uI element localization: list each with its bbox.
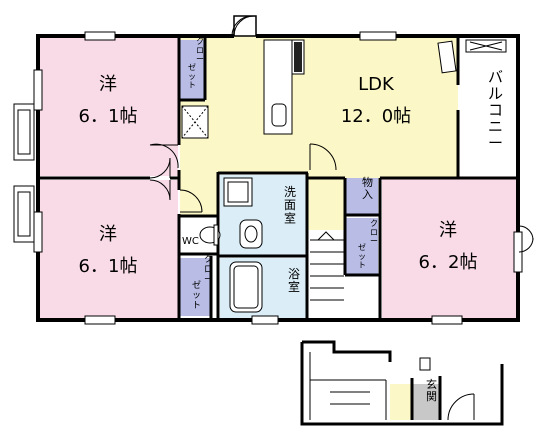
annex-hall-fill bbox=[390, 384, 412, 420]
room-e-fill bbox=[382, 178, 516, 318]
balcony-hatch bbox=[465, 39, 507, 53]
entrance-label: 玄関 bbox=[426, 377, 437, 403]
balcony-fill bbox=[460, 36, 516, 176]
room-nw-fill bbox=[40, 36, 178, 176]
stairs bbox=[310, 231, 344, 301]
bathroom-label: 浴室 bbox=[288, 267, 300, 294]
annex-walls bbox=[300, 340, 504, 426]
entrance-fill bbox=[412, 384, 440, 420]
room-sw-fill bbox=[40, 180, 178, 318]
svg-text:ゼット: ゼット bbox=[188, 62, 196, 90]
svg-text:クロー: クロー bbox=[196, 37, 204, 64]
closet-e-label: クロー ゼット bbox=[358, 219, 378, 270]
washroom-label: 洗面室 bbox=[284, 185, 296, 225]
svg-text:クロー: クロー bbox=[204, 254, 213, 285]
room-e-type: 洋 bbox=[439, 220, 457, 241]
ldk-size: 12．0帖 bbox=[341, 106, 411, 127]
room-nw-type: 洋 bbox=[99, 74, 117, 95]
top-door-notch bbox=[233, 15, 257, 37]
room-sw-size: 6．1帖 bbox=[79, 256, 138, 277]
closet-nw-label: クロー ゼット bbox=[188, 37, 204, 90]
ldk-fill bbox=[180, 36, 458, 215]
toilet bbox=[199, 224, 221, 246]
fridge-block bbox=[294, 42, 302, 72]
annex-details bbox=[309, 352, 475, 421]
balcony-label: バルコニー bbox=[488, 68, 503, 152]
closet-e-fill bbox=[346, 218, 378, 274]
exterior-units bbox=[13, 103, 35, 243]
kitchen-fixtures bbox=[181, 39, 457, 139]
svg-text:ゼット: ゼット bbox=[192, 279, 201, 311]
storage-fill bbox=[346, 178, 378, 214]
svg-text:クロー: クロー bbox=[370, 219, 378, 246]
storage-label: 物入 bbox=[362, 175, 373, 201]
interior-walls bbox=[40, 36, 518, 320]
wc-label: WC bbox=[182, 236, 199, 247]
svg-text:ゼット: ゼット bbox=[358, 242, 366, 270]
room-sw-type: 洋 bbox=[99, 224, 117, 245]
closet-sw-fill bbox=[180, 258, 210, 316]
ldk-type: LDK bbox=[358, 74, 395, 95]
door-swings bbox=[149, 15, 534, 253]
room-nw-size: 6．1帖 bbox=[79, 106, 138, 127]
hall-fill bbox=[308, 178, 344, 230]
wash-fixtures bbox=[223, 177, 263, 313]
closet-sw-label: クロー ゼット bbox=[192, 254, 213, 311]
room-e-size: 6．2帖 bbox=[419, 252, 478, 273]
closet-nw-fill bbox=[180, 40, 204, 100]
